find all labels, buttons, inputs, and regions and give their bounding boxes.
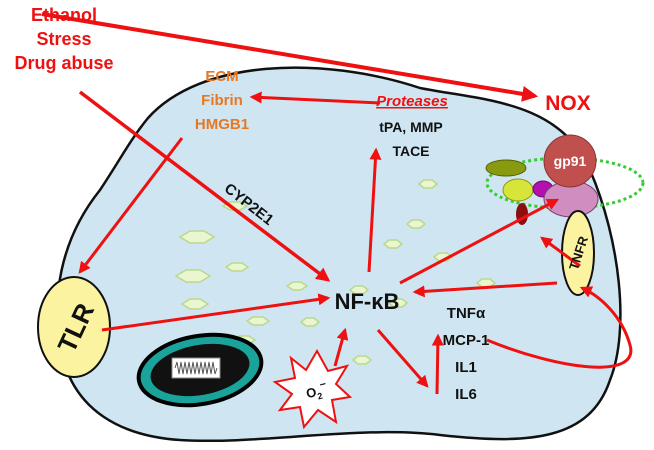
arrow-drug-to-nfkb xyxy=(78,90,331,282)
gp91-subunit xyxy=(543,134,597,188)
fibrin-label: Fibrin xyxy=(201,92,243,109)
arrow-nfkb-to-cytokines xyxy=(376,329,429,388)
granule xyxy=(351,355,373,365)
arrow-o2-to-nfkb xyxy=(333,327,349,367)
granule xyxy=(180,298,210,310)
granule xyxy=(245,316,271,326)
subunit-olive xyxy=(485,159,527,177)
gp91-label: gp91 xyxy=(554,153,587,169)
hmgb1-label: HMGB1 xyxy=(195,116,249,133)
nfkb-label: NF-κB xyxy=(335,289,400,314)
cytokine-il6: IL6 xyxy=(455,386,477,403)
granule xyxy=(178,230,216,244)
granule xyxy=(405,219,427,229)
dna-icon xyxy=(174,361,218,375)
nucleus xyxy=(136,332,264,408)
arrow-proteases-to-ecm xyxy=(249,91,381,105)
arrow-cytokines-to-nfkb xyxy=(431,333,444,395)
granule xyxy=(348,285,370,295)
proteases-title: Proteases xyxy=(376,93,448,110)
granule xyxy=(382,239,404,249)
granule xyxy=(285,281,309,291)
arrow-cytokine-loop-to-tnfr xyxy=(486,286,633,369)
stimulus-ethanol: Ethanol xyxy=(31,5,97,25)
superoxide-burst xyxy=(272,348,353,430)
proteases-tace: TACE xyxy=(392,143,429,159)
cytokine-il1: IL1 xyxy=(455,359,477,376)
proteases-tpa-mmp: tPA, MMP xyxy=(379,119,443,135)
granule xyxy=(224,262,250,272)
superoxide-base: O xyxy=(304,384,318,401)
nox-label: NOX xyxy=(545,92,591,115)
subunit-yellow xyxy=(502,178,534,202)
arrows xyxy=(41,12,633,395)
cytokine-mcp1: MCP-1 xyxy=(443,332,490,349)
ecm-label: ECM xyxy=(205,68,238,85)
arrow-tnfr-to-nox xyxy=(540,236,581,268)
cytokine-tnfa: TNFα xyxy=(447,305,486,322)
stimulus-drug-abuse: Drug abuse xyxy=(14,53,113,73)
arrow-nfkb-to-proteases xyxy=(367,147,382,273)
arrow-tnfr-to-nfkb xyxy=(412,281,558,298)
granule xyxy=(417,179,439,189)
granule xyxy=(299,317,321,327)
superoxide-label: O2− xyxy=(304,378,330,404)
tlr-receptor xyxy=(37,276,111,378)
superoxide-subscript: 2 xyxy=(316,391,323,402)
arrow-tlr-to-nfkb xyxy=(101,293,331,332)
arrow-nfkb-to-nox xyxy=(399,198,560,285)
granule xyxy=(174,269,212,283)
stimulus-stress: Stress xyxy=(36,29,91,49)
granule xyxy=(387,298,409,308)
arrow-hmgb1-to-tlr xyxy=(78,137,184,274)
arrow-stimuli-to-nox xyxy=(41,12,539,102)
superoxide-charge: − xyxy=(318,378,327,391)
